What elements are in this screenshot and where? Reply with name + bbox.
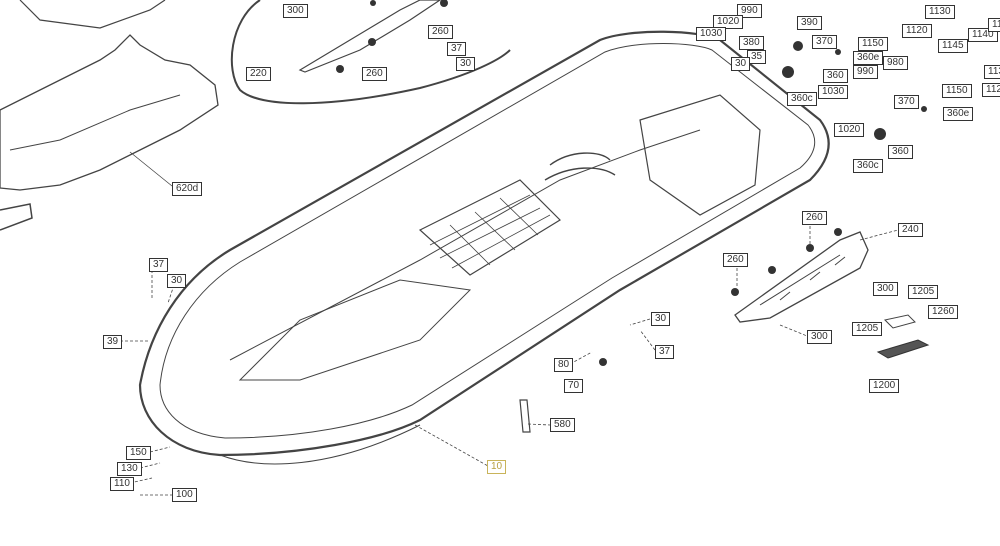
- callout-label: 70: [564, 379, 584, 393]
- callout-label: 1150: [942, 84, 972, 98]
- callout-label: 30: [651, 312, 671, 326]
- callout-label: 360e: [943, 107, 974, 121]
- callout-label: 980: [883, 56, 908, 70]
- callout-label: 1030: [696, 27, 727, 41]
- callout-label: 37: [149, 258, 169, 272]
- callout-label: 30: [167, 274, 187, 288]
- hull-bottom: [219, 424, 421, 465]
- callout-label: 260: [723, 253, 748, 267]
- callout-label: 1120: [902, 24, 932, 38]
- callout-label: 1020: [834, 123, 865, 137]
- callout-label: 360: [888, 145, 913, 159]
- callout-label: 113: [984, 65, 1000, 79]
- callout-label: 300: [873, 282, 898, 296]
- foam-block-upper: [19, 0, 166, 29]
- callout-label: 390: [797, 16, 822, 30]
- callout-label: 260: [428, 25, 453, 39]
- callout-label: 990: [853, 65, 878, 79]
- callout-label: 1205: [852, 322, 883, 336]
- side-rail: [734, 231, 869, 323]
- callout-label: 380: [739, 36, 764, 50]
- callout-label: 30: [731, 57, 751, 71]
- callout-label: 37: [447, 42, 467, 56]
- callout-label: 37: [655, 345, 675, 359]
- callout-label: 80: [554, 358, 574, 372]
- callout-label: 39: [103, 335, 123, 349]
- callout-label: 260: [362, 67, 387, 81]
- leader-lines: [120, 226, 899, 496]
- callout-label: 1145: [938, 39, 968, 53]
- callout-label: 100: [172, 488, 197, 502]
- callout-label: 300: [807, 330, 832, 344]
- deck-rail-220: [298, 0, 442, 73]
- callout-label: 620d: [172, 182, 203, 196]
- callout-label-hull: 10: [487, 460, 507, 474]
- callout-label: 30: [456, 57, 476, 71]
- deck-lid: [230, 0, 511, 105]
- callout-label: 370: [894, 95, 919, 109]
- callout-label: 360: [823, 69, 848, 83]
- callout-label: 260: [802, 211, 827, 225]
- callout-label: 1205: [908, 285, 939, 299]
- callout-label: 1020: [713, 15, 744, 29]
- callout-label: 1260: [928, 305, 959, 319]
- hull-outer: [138, 30, 830, 457]
- callout-label: 220: [246, 67, 271, 81]
- callout-label: 1130: [925, 5, 955, 19]
- callout-label: 990: [737, 4, 762, 18]
- callout-label: 300: [283, 4, 308, 18]
- callout-label: 360c: [787, 92, 817, 106]
- callout-label: 1200: [869, 379, 900, 393]
- stringer: [238, 279, 472, 381]
- callout-label: 110: [110, 477, 134, 491]
- grid-plate: [418, 179, 561, 276]
- callout-label: 1030: [818, 85, 849, 99]
- callout-label: 150: [126, 446, 151, 460]
- callout-label: 240: [898, 223, 923, 237]
- hull-inner-rim: [159, 43, 816, 439]
- plate-1200: [876, 339, 930, 359]
- callout-label: 580: [550, 418, 575, 432]
- callout-label: 1150: [858, 37, 888, 51]
- callout-label: 360e: [853, 51, 884, 65]
- callout-label: 360c: [853, 159, 883, 173]
- fasteners: [336, 0, 927, 366]
- foam-block-620d: [0, 34, 219, 191]
- callout-label: 1128: [982, 83, 1000, 97]
- callout-label: 11: [988, 18, 1000, 32]
- gasket-1260: [883, 314, 916, 329]
- callout-label: 370: [812, 35, 837, 49]
- callout-label: 130: [117, 462, 142, 476]
- engine-box: [639, 94, 761, 216]
